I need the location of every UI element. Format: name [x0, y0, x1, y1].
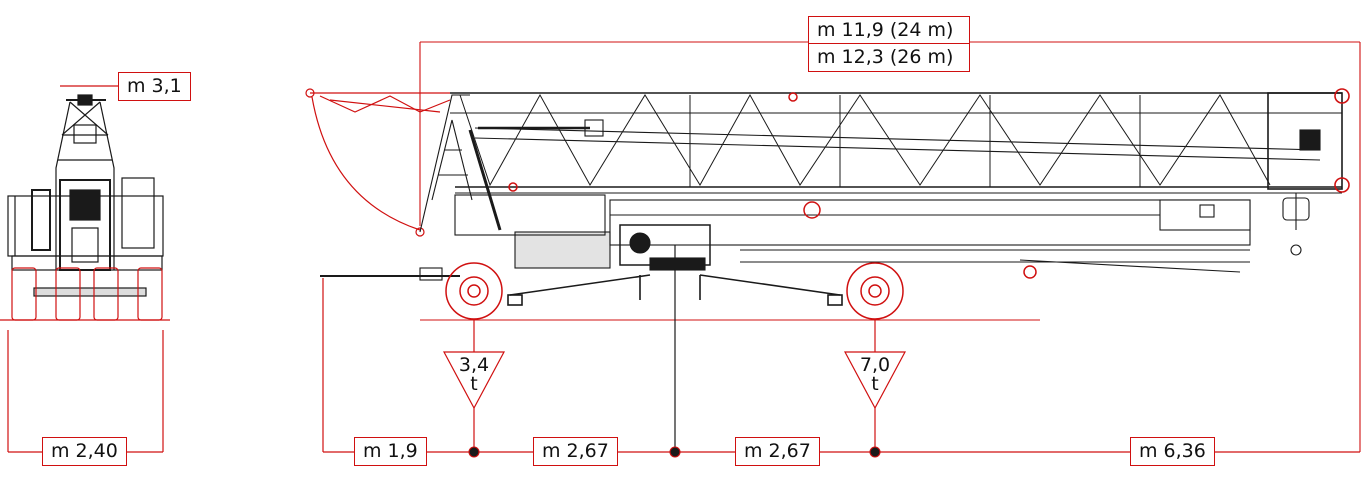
- rear-to-center-dimension: m 2,67: [533, 437, 618, 466]
- boom-length-26m: m 12,3 (26 m): [808, 43, 970, 72]
- center-to-front-dimension: m 2,67: [735, 437, 820, 466]
- front-view: [0, 85, 170, 453]
- track-width-dimension: m 2,40: [42, 437, 127, 466]
- front-axle-load-value: 7,0: [859, 354, 891, 376]
- boom-length-24m: m 11,9 (24 m): [808, 16, 970, 44]
- wheels: [445, 92, 1037, 320]
- mast-top-dimension: m 3,1: [118, 72, 191, 101]
- rear-overhang-dimension: m 1,9: [354, 437, 427, 466]
- side-view: [305, 41, 1361, 458]
- front-axle-load-unit: t: [871, 373, 879, 395]
- front-overhang-dimension: m 6,36: [1130, 437, 1215, 466]
- rear-axle-load-unit: t: [470, 373, 478, 395]
- rear-axle-load-value: 3,4: [458, 354, 490, 376]
